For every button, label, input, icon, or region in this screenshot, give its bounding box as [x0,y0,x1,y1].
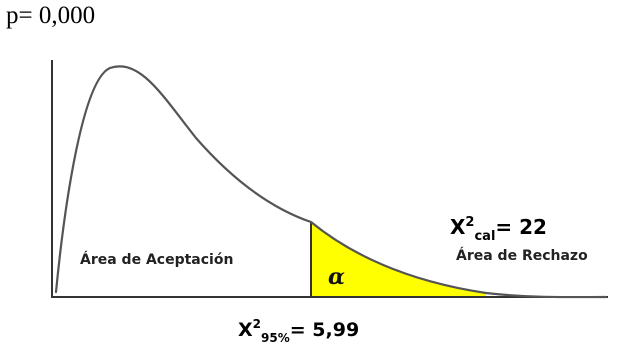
density-curve [54,65,608,299]
crit-subscript: 95% [261,331,290,345]
chi-square-calculated-label: X2cal= 22 [450,215,547,244]
calc-superscript: 2 [465,215,474,230]
calc-base: X [450,215,466,239]
alpha-symbol: α [328,264,345,290]
acceptance-area-label: Área de Aceptación [80,251,233,268]
p-value-text: p= 0,000 [6,2,96,29]
crit-value: = 5,99 [290,319,359,341]
calc-subscript: cal [474,229,495,244]
chi-square-critical-label: X295%= 5,99 [238,317,359,345]
crit-base: X [238,319,253,341]
rejection-area-fill [311,222,486,297]
calc-value: = 22 [495,215,547,239]
rejection-area-label: Área de Rechazo [456,247,588,264]
crit-superscript: 2 [253,317,261,331]
